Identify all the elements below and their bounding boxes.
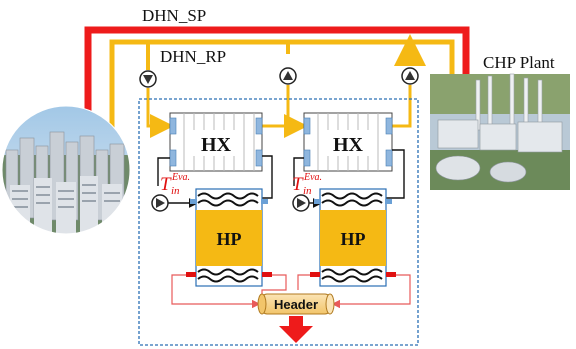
svg-text:in: in: [171, 185, 180, 197]
pump-icon: [292, 194, 310, 212]
supply-pipe: [84, 26, 470, 120]
evaporator-inlet-temperature-label: T in Eva.: [292, 172, 322, 197]
header-label: Header: [274, 297, 318, 312]
heat-pump-icon: [310, 188, 396, 287]
evaporator-inlet-temperature-label: T in Eva.: [160, 172, 190, 197]
supply-pipe-label: DHN_SP: [142, 6, 206, 25]
plant-label: CHP Plant: [483, 53, 555, 72]
heat-pump-icon: [186, 188, 272, 287]
hp-label: HP: [341, 229, 366, 249]
svg-text:in: in: [303, 185, 312, 197]
hp-label: HP: [217, 229, 242, 249]
plant-image: [430, 73, 570, 190]
header-tank-icon: [257, 293, 335, 315]
pump-icon: [151, 194, 169, 212]
hx-label: HX: [333, 134, 364, 156]
return-pipe-label: DHN_RP: [160, 47, 226, 66]
heat-exchanger-icon: [169, 112, 263, 172]
down-arrow-icon: [279, 316, 313, 343]
system-boundary: [138, 98, 419, 346]
city-image: [2, 106, 130, 234]
pump-icon: [279, 67, 297, 85]
svg-text:T: T: [160, 174, 172, 195]
svg-text:T: T: [292, 174, 304, 195]
svg-text:Eva.: Eva.: [171, 172, 190, 183]
pump-icon: [139, 70, 157, 88]
hx-label: HX: [201, 134, 232, 156]
heat-exchanger-icon: [303, 112, 393, 172]
pump-icon: [401, 67, 419, 85]
return-pipe: [109, 39, 455, 130]
svg-text:Eva.: Eva.: [303, 172, 322, 183]
